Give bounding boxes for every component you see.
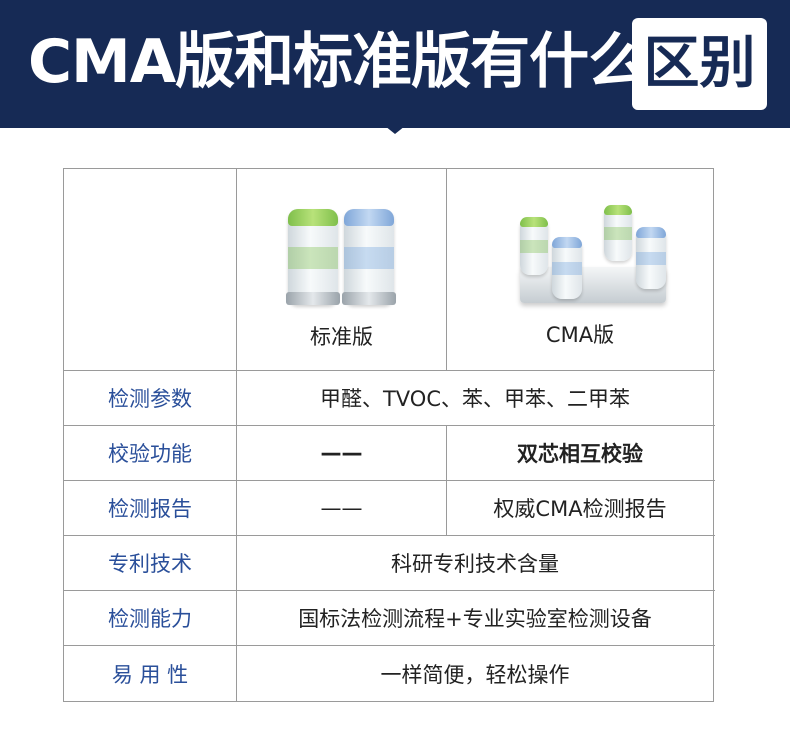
row-value: 一样简便，轻松操作: [380, 662, 570, 687]
row-label: 检测参数: [108, 387, 192, 411]
row-value-standard: ——: [320, 496, 363, 520]
column-divider: [446, 425, 447, 535]
column-divider: [236, 169, 237, 701]
row-label: 易 用 性: [111, 662, 189, 687]
standard-green-device: [286, 209, 340, 305]
comparison-table: 标准版 CMA版 检测参数 甲醛、TVOC、苯、甲苯、二甲苯 校验功能 —— 双…: [63, 168, 715, 702]
standard-blue-device: [342, 209, 396, 305]
row-divider: [64, 425, 715, 426]
title-badge-text: 区别: [643, 31, 756, 96]
cma-green-device-right: [604, 205, 632, 261]
cma-product-image: [512, 205, 672, 311]
cma-green-device-left: [520, 217, 548, 275]
row-value: 国标法检测流程+专业实验室检测设备: [298, 607, 652, 631]
header-banner: CMA版和标准版有什么 区别: [0, 0, 790, 128]
banner-notch: [385, 126, 405, 134]
row-divider: [64, 370, 715, 371]
row-value: 科研专利技术含量: [391, 552, 559, 576]
cma-blue-device-left: [552, 237, 582, 299]
row-divider: [64, 535, 715, 536]
standard-product-image: [282, 205, 402, 311]
row-divider: [64, 590, 715, 591]
row-label: 校验功能: [108, 442, 192, 466]
row-value: 甲醛、TVOC、苯、甲苯、二甲苯: [319, 387, 630, 411]
column-divider: [446, 169, 447, 370]
row-value-standard: ——: [320, 441, 363, 465]
row-label: 检测能力: [108, 607, 192, 631]
row-value-cma: 双芯相互校验: [517, 442, 643, 466]
cma-version-label: CMA版: [545, 323, 615, 347]
title-badge: 区别: [632, 18, 767, 110]
page-title: CMA版和标准版有什么: [28, 27, 648, 97]
row-divider: [64, 480, 715, 481]
row-label: 检测报告: [108, 497, 192, 521]
cma-blue-device-right: [636, 227, 666, 289]
standard-version-label: 标准版: [310, 325, 373, 349]
row-label: 专利技术: [108, 552, 192, 576]
row-value-cma: 权威CMA检测报告: [493, 497, 667, 521]
row-divider: [64, 645, 715, 646]
